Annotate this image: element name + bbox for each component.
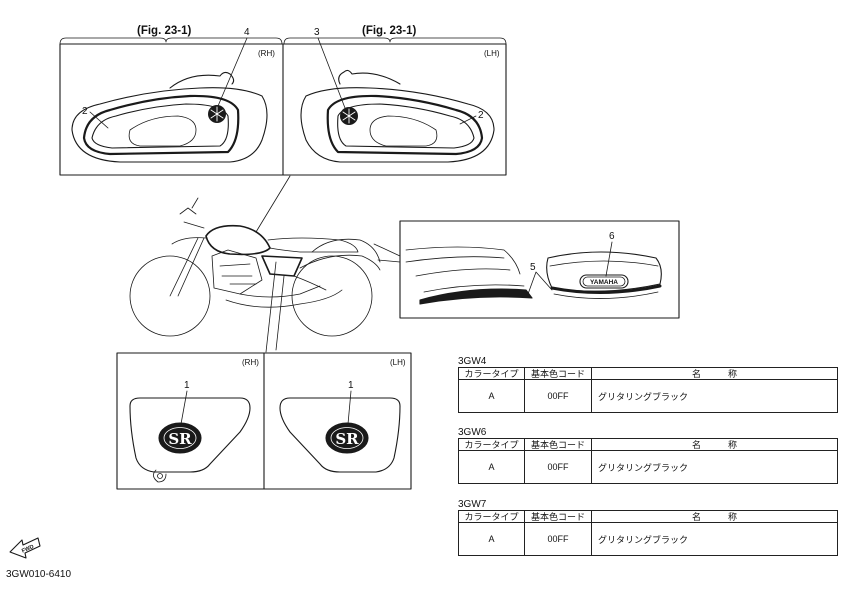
header-base-color-code: 基本色コード bbox=[524, 438, 592, 451]
color-table-3gw6: 3GW6 カラータイプ 基本色コード 名 称 A 00FF グリタリングブラック bbox=[458, 427, 838, 484]
seat-rear-detail bbox=[405, 246, 533, 305]
tail-inset-frame bbox=[399, 220, 680, 319]
header-base-color-code: 基本色コード bbox=[524, 510, 592, 523]
model-code: 3GW6 bbox=[458, 427, 487, 438]
pointer-tail-bot bbox=[377, 259, 401, 263]
pointer-tail-top bbox=[373, 243, 401, 257]
leader-6 bbox=[605, 241, 613, 277]
color-table-3gw7: 3GW7 カラータイプ 基本色コード 名 称 A 00FF グリタリングブラック bbox=[458, 499, 838, 556]
pointer-tank bbox=[255, 175, 291, 233]
callout-5[interactable]: 5 bbox=[530, 262, 536, 273]
side-label-lh-bottom: (LH) bbox=[390, 358, 406, 367]
side-cover-rh: SR bbox=[129, 397, 251, 483]
side-cover-lh: SR bbox=[279, 397, 401, 473]
tank-rh bbox=[71, 71, 268, 163]
model-code: 3GW7 bbox=[458, 499, 487, 510]
callout-2-rh[interactable]: 2 bbox=[82, 106, 88, 117]
callout-1-lh[interactable]: 1 bbox=[348, 380, 354, 391]
header-base-color-code: 基本色コード bbox=[524, 367, 592, 380]
fwd-arrow-icon: FWD bbox=[9, 537, 41, 559]
drawing-code: 3GW010-6410 bbox=[6, 569, 72, 580]
callout-3[interactable]: 3 bbox=[314, 27, 320, 38]
leader-3 bbox=[317, 37, 346, 109]
leader-2-rh bbox=[89, 111, 109, 129]
fig-ref-bracket-left bbox=[59, 37, 283, 45]
side-label-rh-bottom: (RH) bbox=[242, 358, 259, 367]
leader-1-lh bbox=[347, 390, 352, 425]
cell-color-name: グリタリングブラック bbox=[591, 522, 838, 556]
callout-1-rh[interactable]: 1 bbox=[184, 380, 190, 391]
side-label-rh-top: (RH) bbox=[258, 49, 275, 58]
leader-1-rh bbox=[180, 390, 188, 425]
callout-2-lh[interactable]: 2 bbox=[478, 110, 484, 121]
cell-base-color-code: 00FF bbox=[524, 379, 592, 413]
fig-ref-left[interactable]: (Fig. 23-1) bbox=[137, 25, 191, 37]
pointer-cover-bot bbox=[265, 261, 277, 353]
model-code: 3GW4 bbox=[458, 356, 487, 367]
color-table-3gw4: 3GW4 カラータイプ 基本色コード 名 称 A 00FF グリタリングブラック bbox=[458, 356, 838, 413]
svg-text:FWD: FWD bbox=[21, 544, 35, 555]
tank-lh bbox=[300, 69, 495, 163]
yamaha-emblem[interactable] bbox=[579, 274, 629, 289]
table-row: A 00FF グリタリングブラック bbox=[458, 522, 838, 556]
yamaha-emblem-text: YAMAHA bbox=[590, 279, 618, 286]
cell-color-name: グリタリングブラック bbox=[591, 379, 838, 413]
header-name: 名 称 bbox=[591, 510, 838, 523]
header-name: 名 称 bbox=[591, 438, 838, 451]
table-row: A 00FF グリタリングブラック bbox=[458, 379, 838, 413]
sr-badge-text-rh: SR bbox=[168, 430, 192, 448]
leader-4 bbox=[217, 37, 248, 107]
leader-5 bbox=[527, 271, 553, 295]
fig-ref-right[interactable]: (Fig. 23-1) bbox=[362, 25, 416, 37]
callout-4[interactable]: 4 bbox=[244, 27, 250, 38]
cell-color-type: A bbox=[458, 379, 525, 413]
cell-base-color-code: 00FF bbox=[524, 522, 592, 556]
sr-badge-text-lh: SR bbox=[335, 430, 359, 448]
table-row: A 00FF グリタリングブラック bbox=[458, 450, 838, 484]
header-color-type: カラータイプ bbox=[458, 438, 525, 451]
side-label-lh-top: (LH) bbox=[484, 49, 500, 58]
cell-color-type: A bbox=[458, 522, 525, 556]
tail-cover-detail: YAMAHA bbox=[546, 251, 662, 299]
fig-ref-bracket-right bbox=[283, 37, 507, 45]
header-color-type: カラータイプ bbox=[458, 367, 525, 380]
cell-base-color-code: 00FF bbox=[524, 450, 592, 484]
pointer-cover-top bbox=[275, 275, 285, 351]
cell-color-type: A bbox=[458, 450, 525, 484]
motorcycle-outline bbox=[129, 197, 381, 337]
header-name: 名 称 bbox=[591, 367, 838, 380]
callout-6[interactable]: 6 bbox=[609, 231, 615, 242]
cell-color-name: グリタリングブラック bbox=[591, 450, 838, 484]
leader-2-lh bbox=[459, 115, 477, 125]
header-color-type: カラータイプ bbox=[458, 510, 525, 523]
